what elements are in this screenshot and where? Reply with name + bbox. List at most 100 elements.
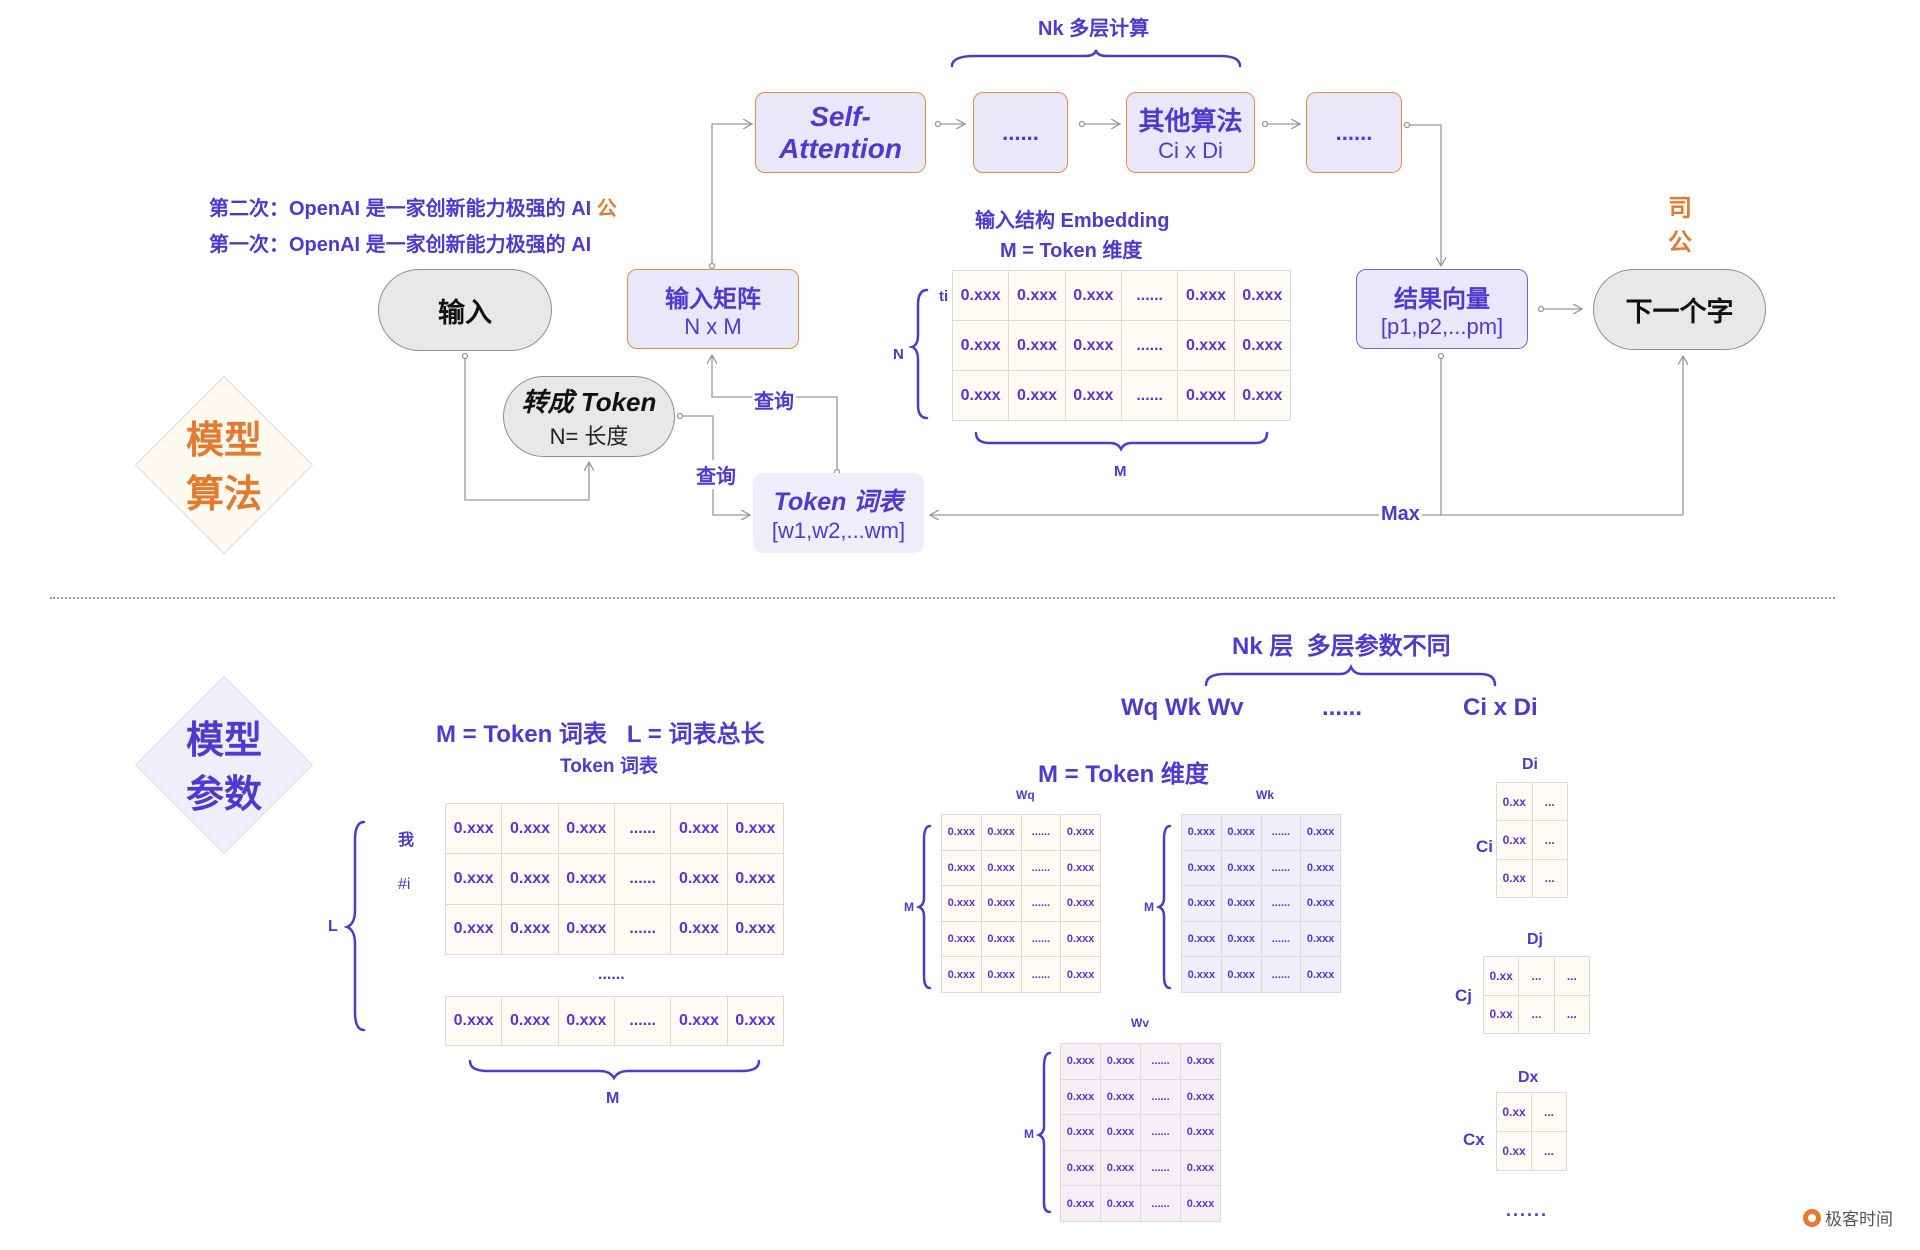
brace-embedding-n	[908, 288, 929, 420]
dj-label: Dj	[1527, 931, 1543, 948]
brace-wk	[1155, 824, 1172, 990]
node-input-matrix[interactable]: 输入矩阵 N x M	[627, 269, 799, 349]
matrix-cell: ...	[1531, 820, 1568, 860]
matrix-cell: 0.xxx	[941, 814, 982, 851]
node-next-char[interactable]: 下一个字	[1593, 269, 1766, 350]
matrix-row: 0.xx...	[1496, 858, 1568, 899]
node-token-vocab[interactable]: Token 词表 [w1,w2,...wm]	[753, 473, 924, 553]
node-to-token-sub: N= 长度	[549, 424, 629, 449]
watermark-text: 极客时间	[1825, 1210, 1893, 1229]
matrix-cell: 0.xx	[1496, 858, 1533, 899]
matrix-cell: 0.xxx	[501, 903, 559, 956]
embedding-subtitle: M = Token 维度	[1000, 240, 1143, 262]
node-ellipsis-2[interactable]: ......	[1306, 92, 1402, 173]
matrix-cell: 0.xxx	[1100, 1078, 1141, 1116]
matrix-cell: 0.xxx	[1008, 370, 1066, 421]
wq-label: Wq	[1016, 788, 1035, 802]
edge-label-query-2: 查询	[694, 460, 738, 489]
section-label-line: 算法	[185, 474, 262, 516]
node-other-algo[interactable]: 其他算法 Ci x Di	[1126, 92, 1255, 173]
wk-m-label: M	[1144, 900, 1154, 914]
node-self-attention[interactable]: Self- Attention	[755, 92, 926, 173]
node-input-matrix-sub: N x M	[684, 313, 742, 339]
matrix-cell: ...	[1531, 858, 1568, 899]
matrix-cell: 0.xxx	[1100, 1114, 1141, 1151]
brace-wq	[915, 824, 932, 990]
matrix-cell: ...	[1531, 1131, 1567, 1171]
cj-label: Cj	[1455, 986, 1472, 1005]
layers-params-caption: Nk 层 多层参数不同	[1232, 633, 1451, 660]
matrix-cell: ......	[1260, 956, 1302, 993]
cx-label: Cx	[1463, 1130, 1485, 1149]
vocab-l-label: L	[328, 918, 338, 935]
ci-label: Ci	[1476, 837, 1493, 856]
more-matrices: ......	[1506, 1200, 1549, 1220]
matrix-cell: 0.xxx	[1220, 920, 1262, 958]
matrix-cell: 0.xxx	[1060, 1149, 1101, 1187]
matrix-row: 0.xx......	[1482, 956, 1591, 996]
matrix-cell: 0.xxx	[1060, 1114, 1101, 1151]
embedding-n-label: N	[893, 346, 904, 363]
matrix-cell: 0.xxx	[444, 853, 503, 905]
matrix-cell: 0.xxx	[1064, 370, 1122, 421]
layers-caption: Nk 多层计算	[1038, 18, 1150, 40]
sentence-second-next-char: 公	[596, 198, 617, 220]
matrix-cell: ......	[613, 996, 672, 1046]
matrix-cell: 0.xxx	[1060, 885, 1101, 922]
matrix-cell: ......	[1020, 814, 1062, 851]
node-input[interactable]: 输入	[378, 269, 552, 351]
sentence-second-text: 第二次：OpenAI 是一家创新能力极强的 AI	[209, 198, 592, 220]
matrix-row: 0.xx...	[1496, 1092, 1567, 1132]
node-to-token[interactable]: 转成 Token N= 长度	[503, 376, 675, 457]
matrix-cell: 0.xxx	[980, 885, 1022, 922]
matrix-cell: 0.xxx	[980, 920, 1022, 958]
section-label-line: 参数	[185, 774, 262, 816]
matrix-cell: 0.xxx	[941, 849, 982, 887]
section-label-algorithm: 模型 算法	[134, 414, 314, 522]
node-input-label: 输入	[438, 297, 492, 328]
watermark: 极客时间	[1803, 1205, 1893, 1230]
vocab-gap: ......	[598, 966, 625, 983]
section-label-line: 模型	[185, 420, 262, 462]
cx-dx-matrix: 0.xx...0.xx...	[1496, 1092, 1567, 1171]
brace-vocab-m	[468, 1059, 761, 1081]
matrix-cell: 0.xxx	[501, 996, 559, 1046]
cj-dj-matrix: 0.xx......0.xx......	[1482, 956, 1591, 1034]
vocab-subtitle: Token 词表	[560, 756, 658, 777]
matrix-cell: 0.xxx	[1060, 1043, 1101, 1080]
matrix-cell: 0.xxx	[980, 956, 1022, 993]
matrix-cell: ......	[1140, 1043, 1181, 1080]
matrix-cell: 0.xxx	[1300, 885, 1341, 922]
matrix-cell: 0.xxx	[1181, 885, 1222, 922]
edge-label-query-1: 查询	[752, 385, 796, 414]
matrix-cell: 0.xxx	[1177, 320, 1235, 371]
matrix-cell: 0.xx	[1496, 781, 1533, 822]
matrix-cell: 0.xxx	[1220, 885, 1262, 922]
matrix-cell: 0.xxx	[1220, 849, 1262, 887]
brace-vocab-l	[343, 820, 366, 1032]
wv-label: Wv	[1131, 1016, 1149, 1030]
matrix-cell: ......	[613, 903, 672, 956]
matrix-cell: 0.xxx	[1220, 956, 1262, 993]
ci-di-matrix: 0.xx...0.xx...0.xx...	[1496, 781, 1568, 899]
matrix-cell: 0.xx	[1482, 994, 1520, 1034]
node-ellipsis-1[interactable]: ......	[973, 92, 1068, 173]
matrix-cell: 0.xxx	[670, 853, 728, 905]
embedding-row-label: ti	[939, 288, 949, 305]
matrix-cell: 0.xxx	[1060, 920, 1101, 958]
matrix-cell: 0.xxx	[501, 802, 559, 855]
matrix-cell: ......	[1260, 885, 1302, 922]
sentence-first: 第一次：OpenAI 是一家创新能力极强的 AI	[209, 234, 592, 256]
matrix-cell: 0.xxx	[1180, 1043, 1221, 1080]
node-result-vector[interactable]: 结果向量 [p1,p2,...pm]	[1356, 269, 1528, 349]
matrix-cell: 0.xxx	[1177, 270, 1235, 321]
